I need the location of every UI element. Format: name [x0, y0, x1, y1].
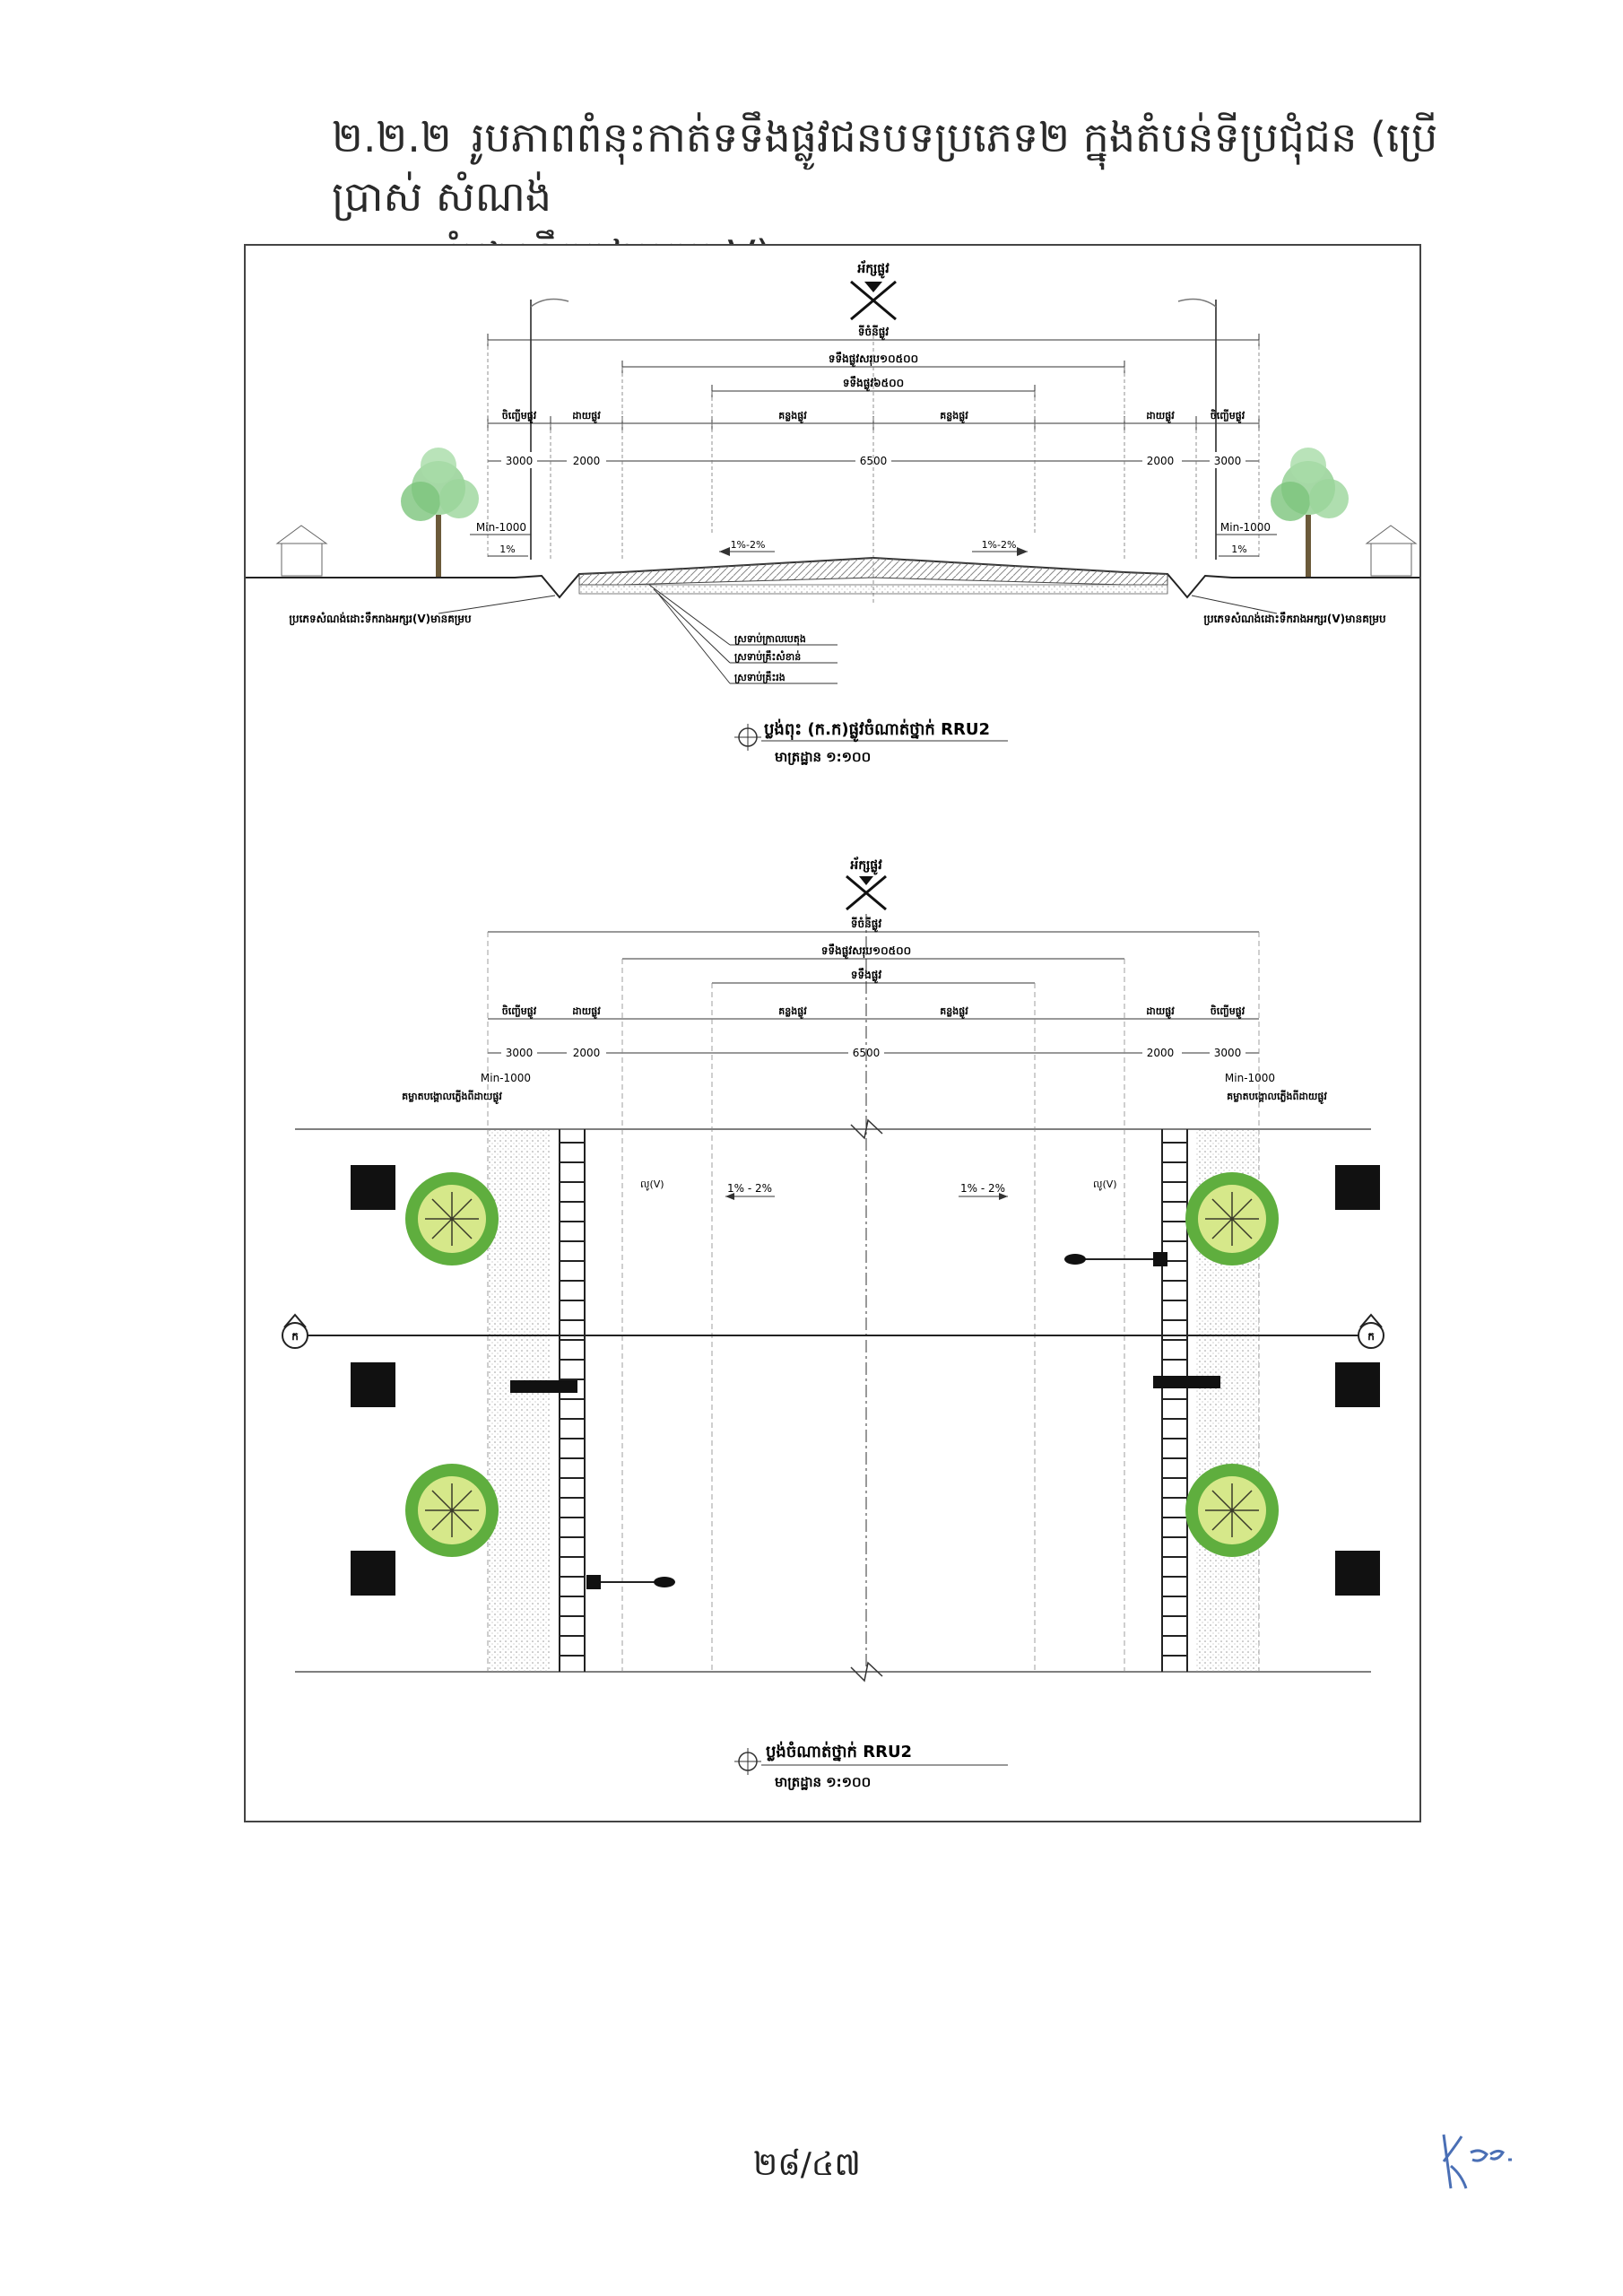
section-scale: មាត្រដ្ឋាន ១:១០០	[775, 749, 871, 765]
axis-symbol-top: អ័ក្សផ្លូវ	[850, 260, 897, 321]
plan-streetlight-right	[1064, 1252, 1167, 1266]
heading-line1: រូបភាពពំនុះកាត់ទទឹងផ្លូវជនបទប្រភេទ២ ក្នុ…	[332, 113, 1438, 221]
plan-scale: មាត្រដ្ឋាន ១:១០០	[775, 1774, 871, 1790]
plan-tree-2	[405, 1464, 499, 1557]
plan-tree-4	[1185, 1464, 1279, 1557]
layer-1: ស្រទាប់គ្រឹះសំខាន់	[734, 650, 801, 663]
slope-right: 1%	[1231, 544, 1246, 555]
cut-marker-left: ក	[282, 1313, 308, 1349]
plan-slope-right: 1% - 2%	[960, 1182, 1005, 1195]
signature	[1435, 2126, 1533, 2201]
plan-road-edges	[295, 1128, 1371, 1673]
building-right-3	[1335, 1551, 1380, 1596]
plan-light-note-right: គម្លាតបង្គោលភ្លើងពីដាយផ្លូវ	[1227, 1090, 1327, 1105]
plan-dim-1: 2000	[573, 1047, 601, 1059]
plan-min-left: Min-1000	[481, 1072, 531, 1084]
dim-value-0: 3000	[506, 455, 534, 467]
break-mark-bottom	[850, 1661, 883, 1683]
seg-label-5: ចិញ្ចើមផ្លូវ	[1211, 409, 1245, 424]
min-left: Min-1000	[476, 521, 526, 534]
plan-title: ប្លង់ចំណាត់ថ្នាក់ RRU2	[766, 1741, 912, 1761]
break-mark-top	[850, 1118, 883, 1140]
drain-ladder-left	[559, 1129, 586, 1672]
drawing-frame: អ័ក្សផ្លូវ ទីចំនីផ្លូវ ទទឹងផ្លូវសរុប១០៥០…	[244, 244, 1421, 1822]
seg-label-0: ចិញ្ចើមផ្លូវ	[502, 409, 537, 424]
plan-drain-right: លូ(V)	[1093, 1178, 1117, 1191]
plan-dim-3: 2000	[1147, 1047, 1175, 1059]
tree-left	[401, 448, 479, 578]
plan-axis-label: អ័ក្សផ្លូវ	[850, 857, 882, 875]
section-title: ប្លង់ពុះ (ក.ក)ផ្លូវចំណាត់ថ្នាក់ RRU2	[764, 718, 990, 743]
plan-dim-4: 3000	[1214, 1047, 1242, 1059]
dim-value-3: 2000	[1147, 455, 1175, 467]
dim-value-4: 3000	[1214, 455, 1242, 467]
plan-min-right: Min-1000	[1225, 1072, 1275, 1084]
layer-0: ស្រទាប់ក្រាលបេតុង	[734, 632, 806, 646]
plan-seg-1: ដាយផ្លូវ	[572, 1005, 601, 1020]
axis-label: អ័ក្សផ្លូវ	[857, 260, 890, 279]
tree-right	[1271, 448, 1349, 578]
bench-right	[1153, 1376, 1220, 1388]
drain-right-note: ប្រភេទសំណង់ដោះទឹករាងអក្សរ(V)មានគម្រប	[1203, 612, 1386, 626]
buildings	[351, 1165, 1380, 1596]
road-profile	[246, 556, 1419, 599]
plan-seg-3: គន្លងផ្លូវ	[940, 1005, 968, 1020]
plan-trees	[405, 1172, 1279, 1557]
drain-rungs	[560, 1142, 1187, 1657]
cross-section: អ័ក្សផ្លូវ ទីចំនីផ្លូវ ទទឹងផ្លូវសរុប១០៥០…	[246, 260, 1419, 765]
seg-label-2: គន្លងផ្លូវ	[778, 410, 807, 424]
bench-left	[510, 1380, 577, 1393]
slope-left: 1%	[499, 544, 515, 555]
plan-seg-4: ដាយផ្លូវ	[1146, 1005, 1175, 1020]
heading-number: ២.២.២	[332, 113, 452, 161]
plan-streetlight-left	[586, 1575, 675, 1589]
drain-ladder-right	[1161, 1129, 1188, 1672]
plan-title-block: ប្លង់ចំណាត់ថ្នាក់ RRU2 មាត្រដ្ឋាន ១:១០០	[734, 1741, 1008, 1790]
seg-label-3: គន្លងផ្លូវ	[940, 410, 968, 424]
camber-right: 1%-2%	[982, 539, 1017, 551]
plan-drain-left: លូ(V)	[640, 1178, 664, 1191]
drawing-canvas: អ័ក្សផ្លូវ ទីចំនីផ្លូវ ទទឹងផ្លូវសរុប១០៥០…	[246, 260, 1419, 1790]
extension-lines	[487, 335, 1260, 604]
cut-marker-label-right: ក	[1367, 1330, 1375, 1343]
cut-marker-label-left: ក	[291, 1330, 299, 1343]
building-left-3	[351, 1551, 395, 1596]
min-right: Min-1000	[1220, 521, 1271, 534]
page-number: ២៨/៤៧	[753, 2146, 861, 2183]
house-right	[1365, 525, 1418, 577]
building-right-1	[1335, 1165, 1380, 1210]
plan-lane-lines	[487, 932, 1260, 1672]
section-title-block: ប្លង់ពុះ (ក.ក)ផ្លូវចំណាត់ថ្នាក់ RRU2 មាត…	[734, 718, 1008, 765]
plan-light-note-left: គម្លាតបង្គោលភ្លើងពីដាយផ្លូវ	[402, 1090, 502, 1105]
axis-symbol-plan: អ័ក្សផ្លូវ	[846, 857, 887, 911]
signature-mark	[1442, 2134, 1512, 2189]
plan-seg-5: ចិញ្ចើមផ្លូវ	[1211, 1004, 1245, 1020]
carriageway-label: ទទឹងផ្លូវ៦៥០០	[843, 376, 904, 392]
building-left-2	[351, 1362, 395, 1407]
plan-view: អ័ក្សផ្លូវ ទីចំនីផ្លូវ ទទឹងផ្លូវសរុប១០៥០…	[282, 857, 1384, 1790]
plan-seg-2: គន្លងផ្លូវ	[778, 1005, 807, 1020]
plan-tree-3	[1185, 1172, 1279, 1265]
building-right-2	[1335, 1362, 1380, 1407]
seg-label-1: ដាយផ្លូវ	[572, 410, 601, 424]
plan-tree-1	[405, 1172, 499, 1265]
drain-left-note: ប្រភេទសំណង់ដោះទឹករាងអក្សរ(V)មានគម្រប	[289, 612, 472, 626]
paved-width-label: ទទឹងផ្លូវសរុប១០៥០០	[829, 352, 918, 368]
layer-leaders	[648, 584, 838, 684]
house-left	[275, 525, 328, 577]
layer-2: ស្រទាប់គ្រឹះរង	[734, 671, 785, 683]
camber-left: 1%-2%	[731, 539, 766, 551]
cut-marker-right: ក	[1358, 1313, 1384, 1349]
plan-dim-0: 3000	[506, 1047, 534, 1059]
light-pole-right	[1177, 298, 1217, 560]
dim-value-1: 2000	[573, 455, 601, 467]
plan-slope-left: 1% - 2%	[727, 1182, 772, 1195]
building-left-1	[351, 1165, 395, 1210]
total-width-label: ទីចំនីផ្លូវ	[858, 325, 889, 341]
plan-paved-label: ទទឹងផ្លូវសរុប១០៥០០	[821, 944, 911, 960]
plan-seg-0: ចិញ្ចើមផ្លូវ	[502, 1004, 537, 1020]
seg-label-4: ដាយផ្លូវ	[1146, 410, 1175, 424]
light-pole-left	[530, 298, 569, 560]
